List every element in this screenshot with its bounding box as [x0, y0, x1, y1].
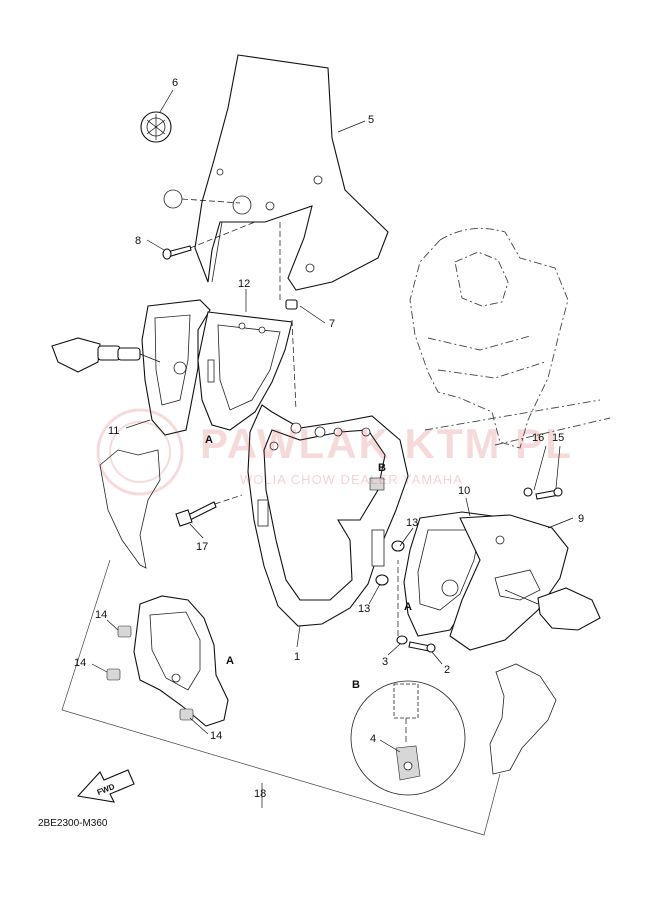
- callout-14-bottom: 14: [210, 730, 222, 742]
- damper-14-bottom[interactable]: [179, 708, 194, 721]
- washer-3[interactable]: [396, 635, 408, 645]
- letter-b-detail: B: [352, 679, 360, 691]
- detail-b-circle: [350, 680, 466, 796]
- nut-7[interactable]: [285, 299, 298, 310]
- callout-3: 3: [382, 656, 388, 668]
- callout-4: 4: [370, 733, 376, 745]
- clip-4[interactable]: [395, 745, 421, 781]
- callout-7: 7: [329, 318, 335, 330]
- screw-8[interactable]: [162, 245, 192, 260]
- watermark: PAWLAK KTM PL WOLIA CHOW DEALER YAMAHA: [96, 408, 573, 496]
- letter-a-right: A: [404, 601, 412, 613]
- right-cover[interactable]: [449, 514, 569, 651]
- side-panel-right[interactable]: [489, 663, 557, 775]
- callout-13-upper: 13: [406, 517, 418, 529]
- watermark-name: PAWLAK KTM PL: [200, 420, 573, 467]
- diagram-code: 2BE2300-M360: [38, 818, 108, 829]
- callout-12: 12: [238, 278, 250, 290]
- screw-2[interactable]: [408, 641, 436, 653]
- callout-13-lower: 13: [358, 603, 370, 615]
- right-bracket[interactable]: [403, 511, 493, 637]
- callout-17: 17: [196, 541, 208, 553]
- emblem-6[interactable]: [140, 111, 172, 143]
- bolt-17[interactable]: [175, 501, 217, 527]
- inner-panel[interactable]: [197, 311, 293, 431]
- callout-8: 8: [135, 235, 141, 247]
- nut-16[interactable]: [523, 487, 533, 497]
- left-bracket[interactable]: [141, 299, 211, 436]
- emblem-seal[interactable]: [163, 189, 183, 209]
- clip-b-cowl[interactable]: [369, 477, 385, 491]
- left-turn-signal[interactable]: [51, 337, 161, 373]
- leader-lines: [91, 89, 574, 808]
- callout-9: 9: [578, 513, 584, 525]
- callout-18: 18: [254, 788, 266, 800]
- callout-1: 1: [294, 651, 300, 663]
- callout-14-mid: 14: [74, 657, 86, 669]
- letter-a-left: A: [205, 434, 213, 446]
- letter-a-cover: A: [226, 655, 234, 667]
- callout-6: 6: [172, 77, 178, 89]
- fwd-arrow-icon: FWD: [76, 769, 135, 803]
- collar-13-upper[interactable]: [391, 540, 405, 552]
- callout-15: 15: [552, 432, 564, 444]
- damper-14-mid[interactable]: [106, 668, 121, 681]
- damper-14-top[interactable]: [117, 625, 132, 638]
- reference-letters: A A A B B: [205, 434, 412, 691]
- right-turn-signal[interactable]: [504, 587, 601, 631]
- watermark-tagline: WOLIA CHOW DEALER YAMAHA: [240, 472, 463, 487]
- callout-11: 11: [108, 425, 119, 437]
- collar-13-lower[interactable]: [375, 574, 389, 586]
- letter-b-cowl: B: [378, 462, 386, 474]
- callout-16: 16: [532, 432, 544, 444]
- windshield[interactable]: [194, 54, 389, 291]
- callout-14-top: 14: [95, 609, 107, 621]
- callout-2: 2: [444, 664, 450, 676]
- frame-outline: [409, 227, 611, 449]
- inner-cover-left[interactable]: [133, 595, 229, 727]
- front-cowl[interactable]: [247, 404, 409, 627]
- callout-labels: 1 2 3 4 5 6 7 8 9 10 11 12 13 13 14 14 1…: [74, 77, 584, 800]
- callout-5: 5: [368, 114, 374, 126]
- screw-15[interactable]: [535, 487, 563, 500]
- side-panel-left[interactable]: [99, 449, 161, 569]
- callout-10: 10: [458, 485, 470, 497]
